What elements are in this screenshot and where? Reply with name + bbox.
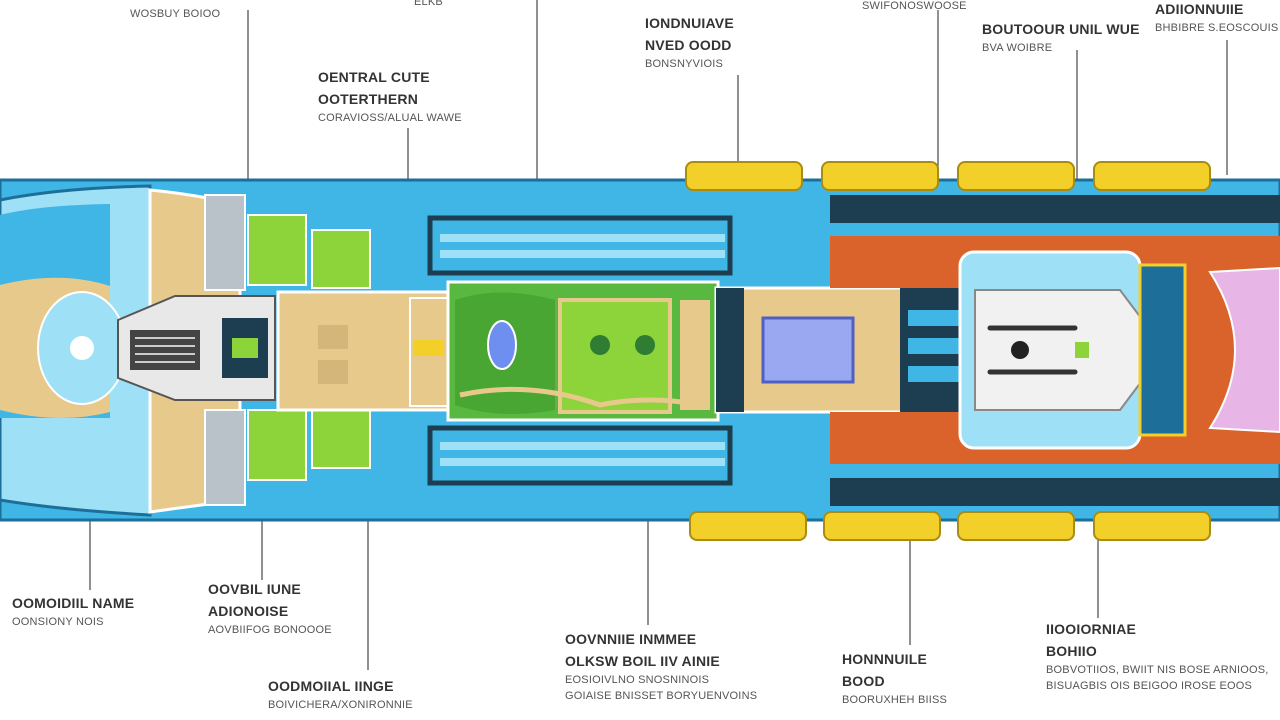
label-title: OODMOIIAL IINGE bbox=[268, 678, 394, 694]
label-bottom-center: OOVNNIIE INMMEE OLKSW BOIL IIV AINIE EOS… bbox=[565, 628, 757, 704]
label-title: BOUTOOUR UNIL WUE bbox=[982, 21, 1140, 37]
label-subtitle: CORAVIOSS/ALUAL WAWE bbox=[318, 112, 462, 124]
lifeboat bbox=[689, 511, 807, 541]
label-title: OOVNNIIE INMMEE OLKSW BOIL IIV AINIE bbox=[565, 631, 720, 669]
pool-deck bbox=[714, 286, 970, 414]
lifeboat bbox=[685, 161, 803, 191]
promenade-walkways bbox=[427, 215, 733, 486]
label-subtitle: EOSIOIVLNO SNOSNINOIS GOIAISE BNISSET BO… bbox=[565, 674, 758, 702]
label-title: OENTRAL CUTE OOTERTHERN bbox=[318, 69, 430, 107]
label-title: ADIIONNUIIE bbox=[1155, 1, 1244, 17]
label-title: OOMOIDIIL NAME bbox=[12, 595, 135, 611]
label-bottom-right-center: HONNNUILE BOOD BOORUXHEH BIISS bbox=[842, 648, 947, 708]
label-subtitle: BONSNYVIOIS bbox=[645, 58, 723, 70]
lifeboats bbox=[685, 161, 1211, 541]
label-title: OOVBIL IUNE ADIONOISE bbox=[208, 581, 301, 619]
lifeboat bbox=[957, 161, 1075, 191]
label-title: IONDNUIAVE NVED OODD bbox=[645, 15, 734, 53]
label-subtitle: ELKB bbox=[414, 0, 443, 8]
label-subtitle: WOSBUY BOIOO bbox=[130, 8, 221, 20]
forward-section bbox=[117, 188, 276, 514]
label-subtitle: SWIFONOSWOOSE bbox=[862, 0, 967, 12]
label-top-right-a: SWIFONOSWOOSE bbox=[862, 0, 967, 14]
lifeboat bbox=[957, 511, 1075, 541]
lifeboat bbox=[1093, 511, 1211, 541]
central-park bbox=[446, 280, 720, 422]
lifeboat bbox=[823, 511, 941, 541]
label-subtitle: BOORUXHEH BIISS bbox=[842, 694, 948, 706]
label-subtitle: BOBVOTIIOS, BWIIT NIS BOSE ARNIOOS, BISU… bbox=[1046, 664, 1269, 692]
label-bottom-center-left: OODMOIIAL IINGE BOIVICHERA/XONIRONNIE bbox=[268, 675, 413, 713]
label-subtitle: AOVBIIFOG BONOOOE bbox=[208, 624, 332, 636]
label-bottom-right: IIOOIORNIAE BOHIIO BOBVOTIIOS, BWIIT NIS… bbox=[1046, 618, 1269, 694]
label-subtitle: BVA WOIBRE bbox=[982, 42, 1053, 54]
label-title: IIOOIORNIAE BOHIIO bbox=[1046, 621, 1137, 659]
aft-deck bbox=[830, 195, 1280, 506]
lifeboat bbox=[1093, 161, 1211, 191]
label-bottom-far-left: OOMOIDIIL NAME OONSIONY NOIS bbox=[12, 592, 134, 630]
green-lawns bbox=[247, 214, 371, 481]
label-subtitle: BHBIBRE S.EOSCOUIS bbox=[1155, 22, 1279, 34]
label-central-park: OENTRAL CUTE OOTERTHERN CORAVIOSS/ALUAL … bbox=[318, 66, 462, 126]
label-title: HONNNUILE BOOD bbox=[842, 651, 928, 689]
label-bottom-left: OOVBIL IUNE ADIONOISE AOVBIIFOG BONOOOE bbox=[208, 578, 332, 638]
label-subtitle: OONSIONY NOIS bbox=[12, 616, 104, 628]
label-top-center-left: ELKB bbox=[414, 0, 443, 10]
label-top-far-right: ADIIONNUIIE BHBIBRE S.EOSCOUIS bbox=[1155, 0, 1278, 36]
lifeboat bbox=[821, 161, 939, 191]
label-top-far-left: WOSBUY BOIOO bbox=[130, 6, 220, 22]
central-deck bbox=[276, 290, 452, 412]
label-top-right-b: BOUTOOUR UNIL WUE BVA WOIBRE bbox=[982, 18, 1140, 56]
label-top-middle: IONDNUIAVE NVED OODD BONSNYVIOIS bbox=[645, 12, 734, 72]
label-subtitle: BOIVICHERA/XONIRONNIE bbox=[268, 699, 413, 711]
